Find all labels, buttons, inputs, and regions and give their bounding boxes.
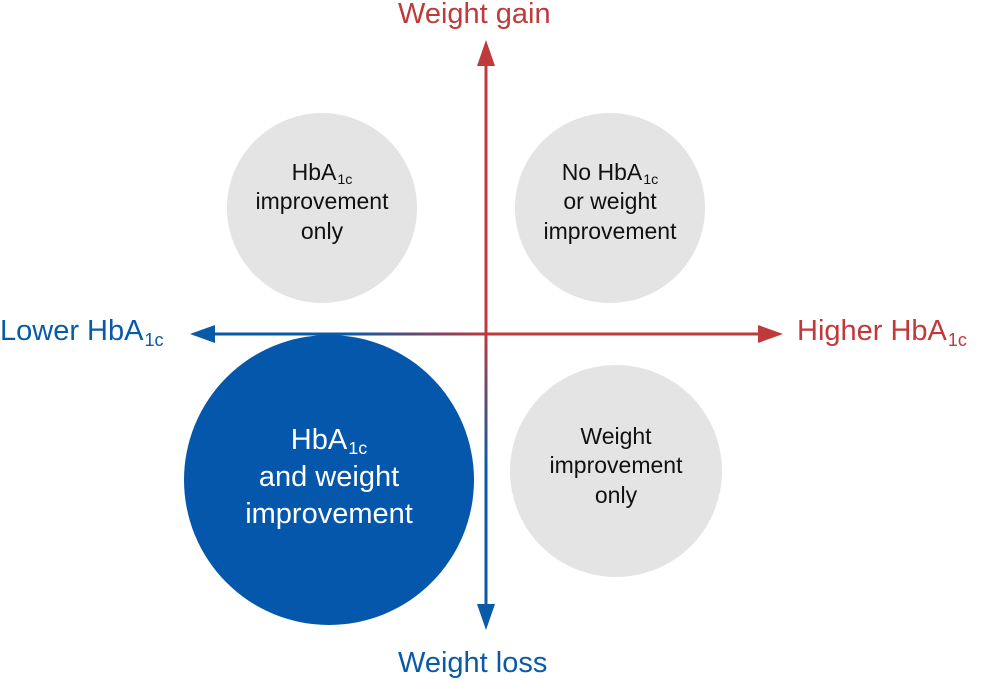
label-hba1c-improvement-only: HbA1c improvement only (255, 159, 389, 244)
label-no-improvement: No HbA1c or weight improvement (543, 159, 677, 244)
label-weight-improvement-only: Weight improvement only (549, 423, 683, 508)
label-hba1c-and-weight-improvement: HbA1c and weight improvement (245, 424, 413, 531)
right-arrowhead (758, 325, 783, 343)
left-arrowhead (190, 325, 215, 343)
axis-label-lower-hba1c: Lower HbA1c (0, 315, 164, 350)
axis-label-weight-loss: Weight loss (398, 647, 548, 679)
circle-hba1c-only (227, 113, 417, 303)
down-arrowhead (477, 604, 495, 630)
circle-hba1c-and-weight (184, 335, 474, 625)
up-arrowhead (477, 40, 495, 66)
axis-label-weight-gain: Weight gain (398, 0, 551, 30)
circle-no-improvement (515, 113, 705, 303)
axis-label-higher-hba1c: Higher HbA1c (797, 315, 967, 350)
circle-weight-only (510, 365, 722, 577)
